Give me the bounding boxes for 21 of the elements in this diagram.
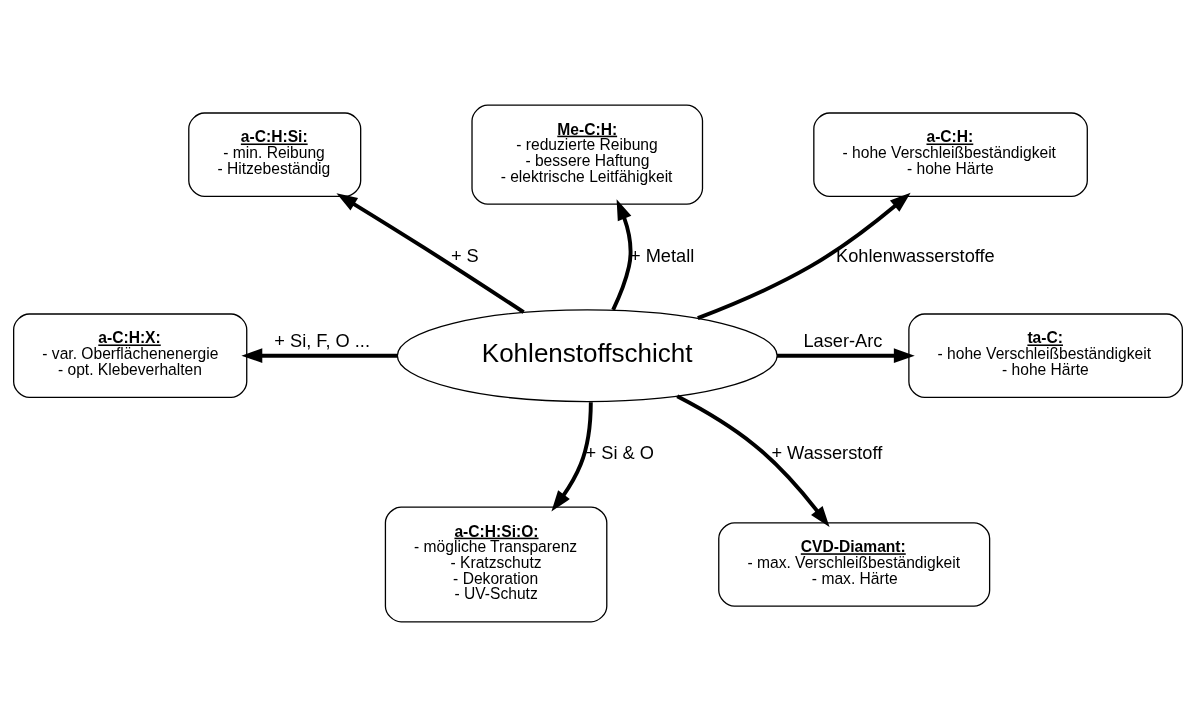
edge-label: + Si, F, O ... xyxy=(274,329,371,351)
edge-label: + S xyxy=(450,244,479,266)
edge-label: + Wasserstoff xyxy=(771,442,883,464)
edge-label: Laser-Arc xyxy=(803,329,883,351)
arrow xyxy=(697,192,911,320)
node-box: a-C:H:Si: - min. Reibung - Hitzebeständig xyxy=(188,112,362,197)
node-box: CVD-Diamant: - max. Verschleißbeständigkeit - max. Härte xyxy=(718,522,991,607)
arrow xyxy=(676,394,830,528)
node-ellipse: Kohlenstoffschicht xyxy=(396,309,778,403)
node-box: a-C:H:X: - var. Oberflächenenergie - opt. Klebeverhalten xyxy=(13,313,248,398)
arrow xyxy=(551,402,593,512)
node-box: a-C:H: - hohe Verschleißbeständigkeit - hohe Härte xyxy=(813,112,1088,197)
arrow xyxy=(611,199,633,311)
edge-label: + Si & O xyxy=(585,442,654,464)
node-box: ta-C: - hohe Verschleißbeständigkeit - hohe Härte xyxy=(908,313,1183,398)
arrow xyxy=(777,348,915,363)
edge-label: Kohlenwasserstoffe xyxy=(836,244,995,266)
node-box: Me-C:H: - reduzierte Reibung - bessere Haftung - elektrische Leitfähigkeit xyxy=(471,104,704,205)
arrow xyxy=(241,348,398,363)
node-box: a-C:H:Si:O: - mögliche Transparenz - Kratzschutz - Dekoration - UV-Schutz xyxy=(384,506,608,623)
arrow xyxy=(336,193,525,314)
